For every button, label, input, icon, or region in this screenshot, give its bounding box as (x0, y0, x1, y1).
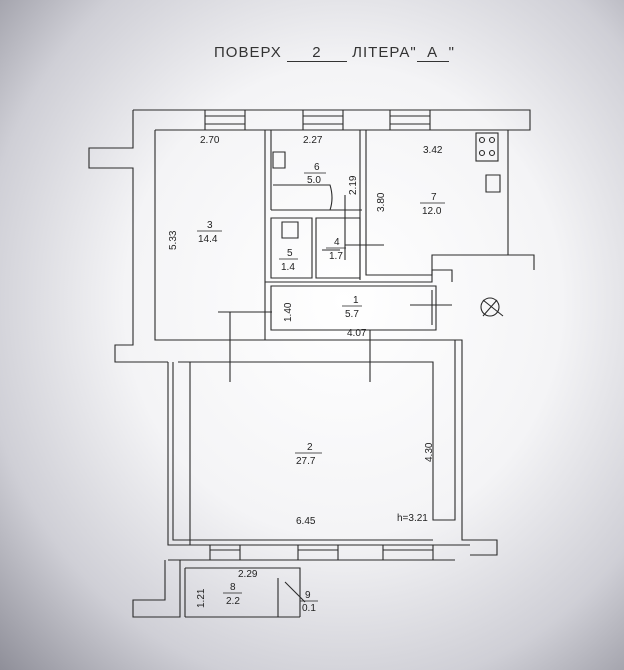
bathtub-icon (273, 184, 333, 211)
room-2-area: 27.7 (296, 456, 316, 467)
room-8-walls (132, 560, 181, 618)
room-9-area: 0.1 (302, 603, 316, 614)
room-1-number: 1 (353, 295, 359, 306)
dim-430: 4.30 (424, 442, 435, 462)
letter-value: А (416, 44, 449, 62)
door-room3 (218, 311, 272, 382)
window-1 (204, 110, 246, 130)
letter-label: ЛІТЕРА (352, 44, 411, 61)
dim-645: 6.45 (296, 516, 316, 527)
room-1-area: 5.7 (345, 309, 359, 320)
dim-121: 1.21 (196, 588, 207, 608)
room-9-number: 9 (305, 590, 311, 601)
ceiling-height: h=3.21 (397, 513, 428, 524)
floor-value: 2 (286, 44, 347, 62)
stove-icon (475, 132, 499, 162)
room-6-number: 6 (314, 162, 320, 173)
room-8-number: 8 (230, 582, 236, 593)
room-5-number: 5 (287, 248, 293, 259)
room-3-area: 14.4 (198, 234, 218, 245)
room-2-walls (178, 340, 456, 521)
room-1-box (270, 285, 437, 331)
room-4-number: 4 (334, 237, 340, 248)
inner-wall-left-upper (154, 130, 178, 341)
room-5-area: 1.4 (281, 262, 295, 273)
dim-407: 4.07 (347, 328, 367, 339)
gas-riser-icon (480, 297, 500, 317)
room-8-area: 2.2 (226, 596, 240, 607)
dim-380: 3.80 (376, 192, 387, 212)
room-6-area: 5.0 (307, 175, 321, 186)
room-4-area: 1.7 (329, 251, 343, 262)
window-2 (302, 110, 344, 130)
room-3-number: 3 (207, 220, 213, 231)
room-7-number: 7 (431, 192, 437, 203)
room-5-box (270, 217, 313, 279)
toilet-icon (272, 151, 286, 169)
dim-140: 1.40 (283, 302, 294, 322)
toilet-icon-2 (281, 221, 299, 239)
dim-219: 2.19 (348, 175, 359, 195)
floor-label: ПОВЕРХ (214, 44, 282, 61)
floor-title: ПОВЕРХ 2 ЛІТЕРА"А" (214, 44, 455, 62)
outer-wall-left-upper (88, 110, 168, 363)
dim-342: 3.42 (423, 145, 443, 156)
sink-icon (485, 174, 501, 193)
room-2-number: 2 (307, 442, 313, 453)
dim-227: 2.27 (303, 135, 323, 146)
room-7-area: 12.0 (422, 206, 442, 217)
dim-533: 5.33 (168, 230, 179, 250)
window-3 (389, 110, 431, 130)
dim-229: 2.29 (238, 569, 258, 580)
dim-270: 2.70 (200, 135, 220, 146)
